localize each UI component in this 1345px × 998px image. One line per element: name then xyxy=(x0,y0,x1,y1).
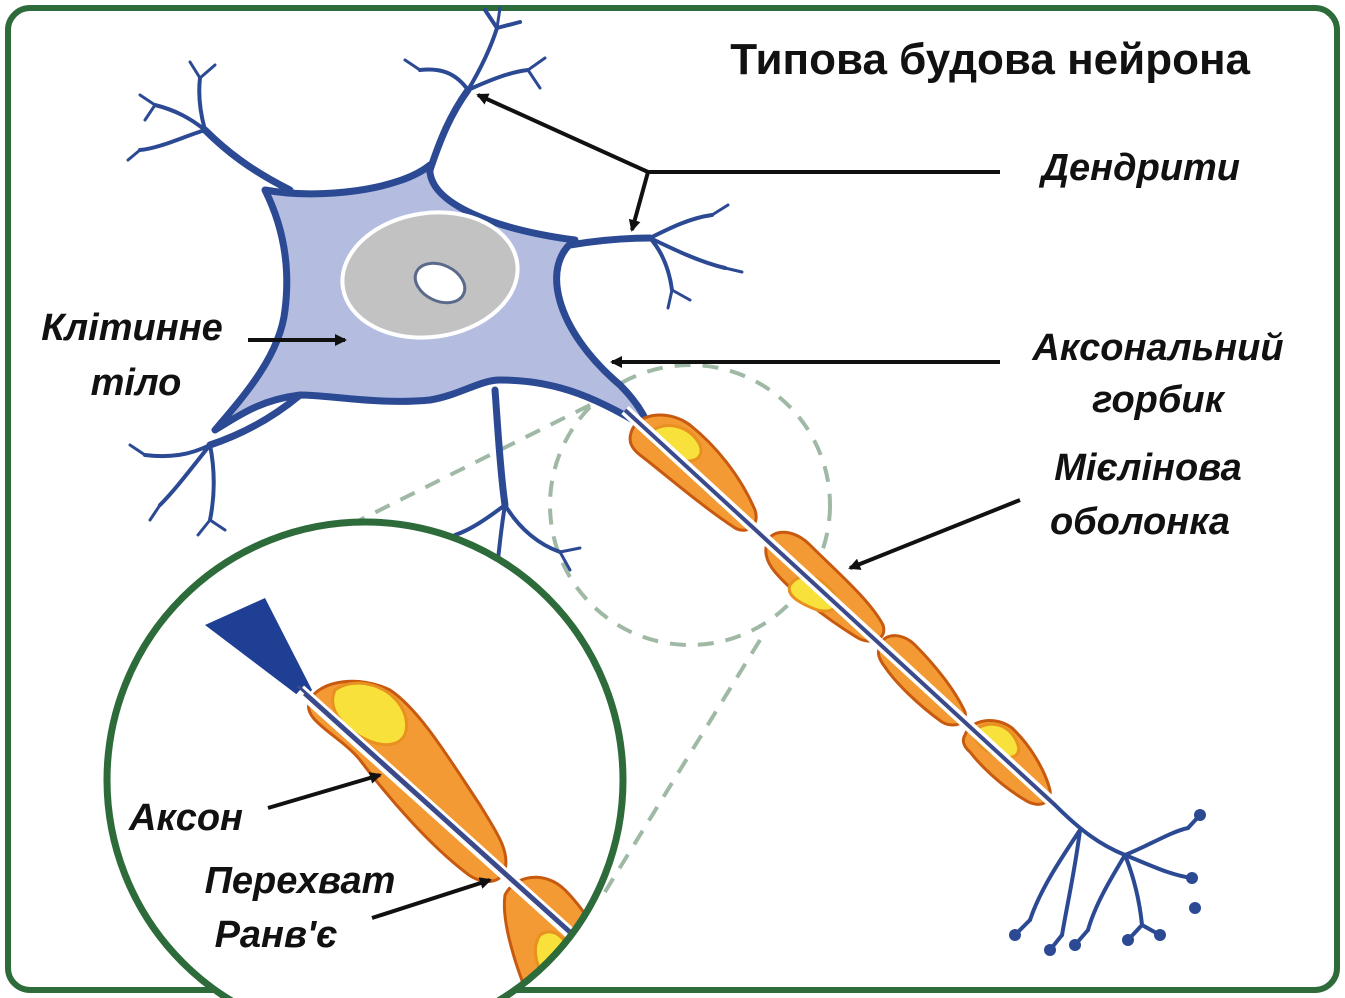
cell-body-label-line1: Клітинне xyxy=(41,307,223,349)
axon-hillock-label-line2: горбик xyxy=(1092,379,1225,421)
myelin-label-line1: Мієлінова xyxy=(1054,447,1242,489)
diagram-title: Типова будова нейрона xyxy=(730,35,1250,84)
axon-hillock-label-line1: Аксональний xyxy=(1031,327,1283,369)
dendrites-label: Дендрити xyxy=(1039,147,1240,189)
cell-body-label-line2: тіло xyxy=(91,362,182,404)
axon-label: Аксон xyxy=(128,797,243,839)
node-of-ranvier-label-line2: Ранв'є xyxy=(215,914,338,956)
myelin-label-line2: оболонка xyxy=(1050,501,1230,543)
node-of-ranvier-label-line1: Перехват xyxy=(205,860,396,902)
